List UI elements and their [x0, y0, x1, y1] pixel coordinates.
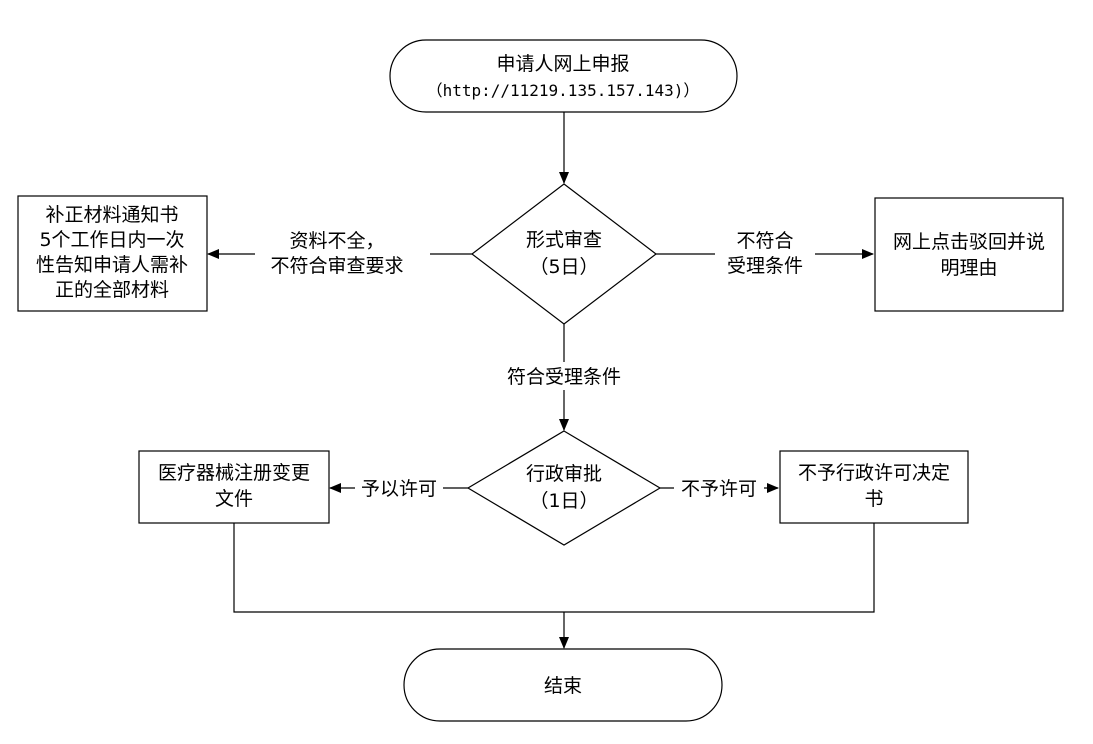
reject-online-line-1: 网上点击驳回并说	[893, 231, 1045, 253]
start-node-url: （http://11219.135.157.143)）	[427, 81, 700, 100]
admin-approval-title: 行政审批	[526, 463, 602, 485]
edge-label-grant: 予以许可	[361, 478, 437, 500]
edge-label-not-meet-1: 不符合	[736, 230, 793, 252]
end-node-label: 结束	[544, 675, 582, 697]
edge-permit-merge	[233, 523, 564, 613]
deny-doc-line-1: 不予行政许可决定	[798, 462, 950, 484]
admin-approval-days: （1日）	[529, 490, 598, 512]
permit-doc-node: 医疗器械注册变更 文件	[138, 450, 330, 524]
supplement-line-3: 性告知申请人需补	[36, 254, 188, 276]
edge-label-deny: 不予许可	[681, 478, 757, 500]
edge-deny-merge	[564, 523, 875, 613]
formal-review-title: 形式审查	[526, 229, 602, 251]
formal-review-node: 形式审查 （5日）	[471, 183, 657, 325]
reject-online-line-2: 明理由	[940, 257, 997, 279]
deny-doc-node: 不予行政许可决定 书	[779, 450, 969, 524]
admin-approval-node: 行政审批 （1日）	[466, 430, 662, 546]
edge-label-not-meet-2: 受理条件	[727, 255, 803, 277]
supplement-line-1: 补正材料通知书	[45, 204, 178, 226]
deny-doc-line-2: 书	[864, 488, 883, 510]
supplement-line-2: 5个工作日内一次	[39, 229, 184, 251]
end-node: 结束	[403, 648, 723, 722]
formal-review-days: （5日）	[529, 256, 598, 278]
permit-doc-line-1: 医疗器械注册变更	[158, 462, 310, 484]
reject-online-node: 网上点击驳回并说 明理由	[874, 197, 1064, 312]
start-node: 申请人网上申报 （http://11219.135.157.143)）	[389, 39, 738, 113]
supplement-node: 补正材料通知书 5个工作日内一次 性告知申请人需补 正的全部材料	[17, 195, 208, 312]
edge-label-incomplete-1: 资料不全，	[289, 230, 384, 252]
supplement-line-4: 正的全部材料	[55, 279, 169, 301]
edge-label-meet: 符合受理条件	[507, 366, 621, 388]
edge-label-incomplete-2: 不符合审查要求	[270, 255, 403, 277]
start-node-title: 申请人网上申报	[496, 53, 629, 75]
permit-doc-line-2: 文件	[215, 488, 253, 510]
